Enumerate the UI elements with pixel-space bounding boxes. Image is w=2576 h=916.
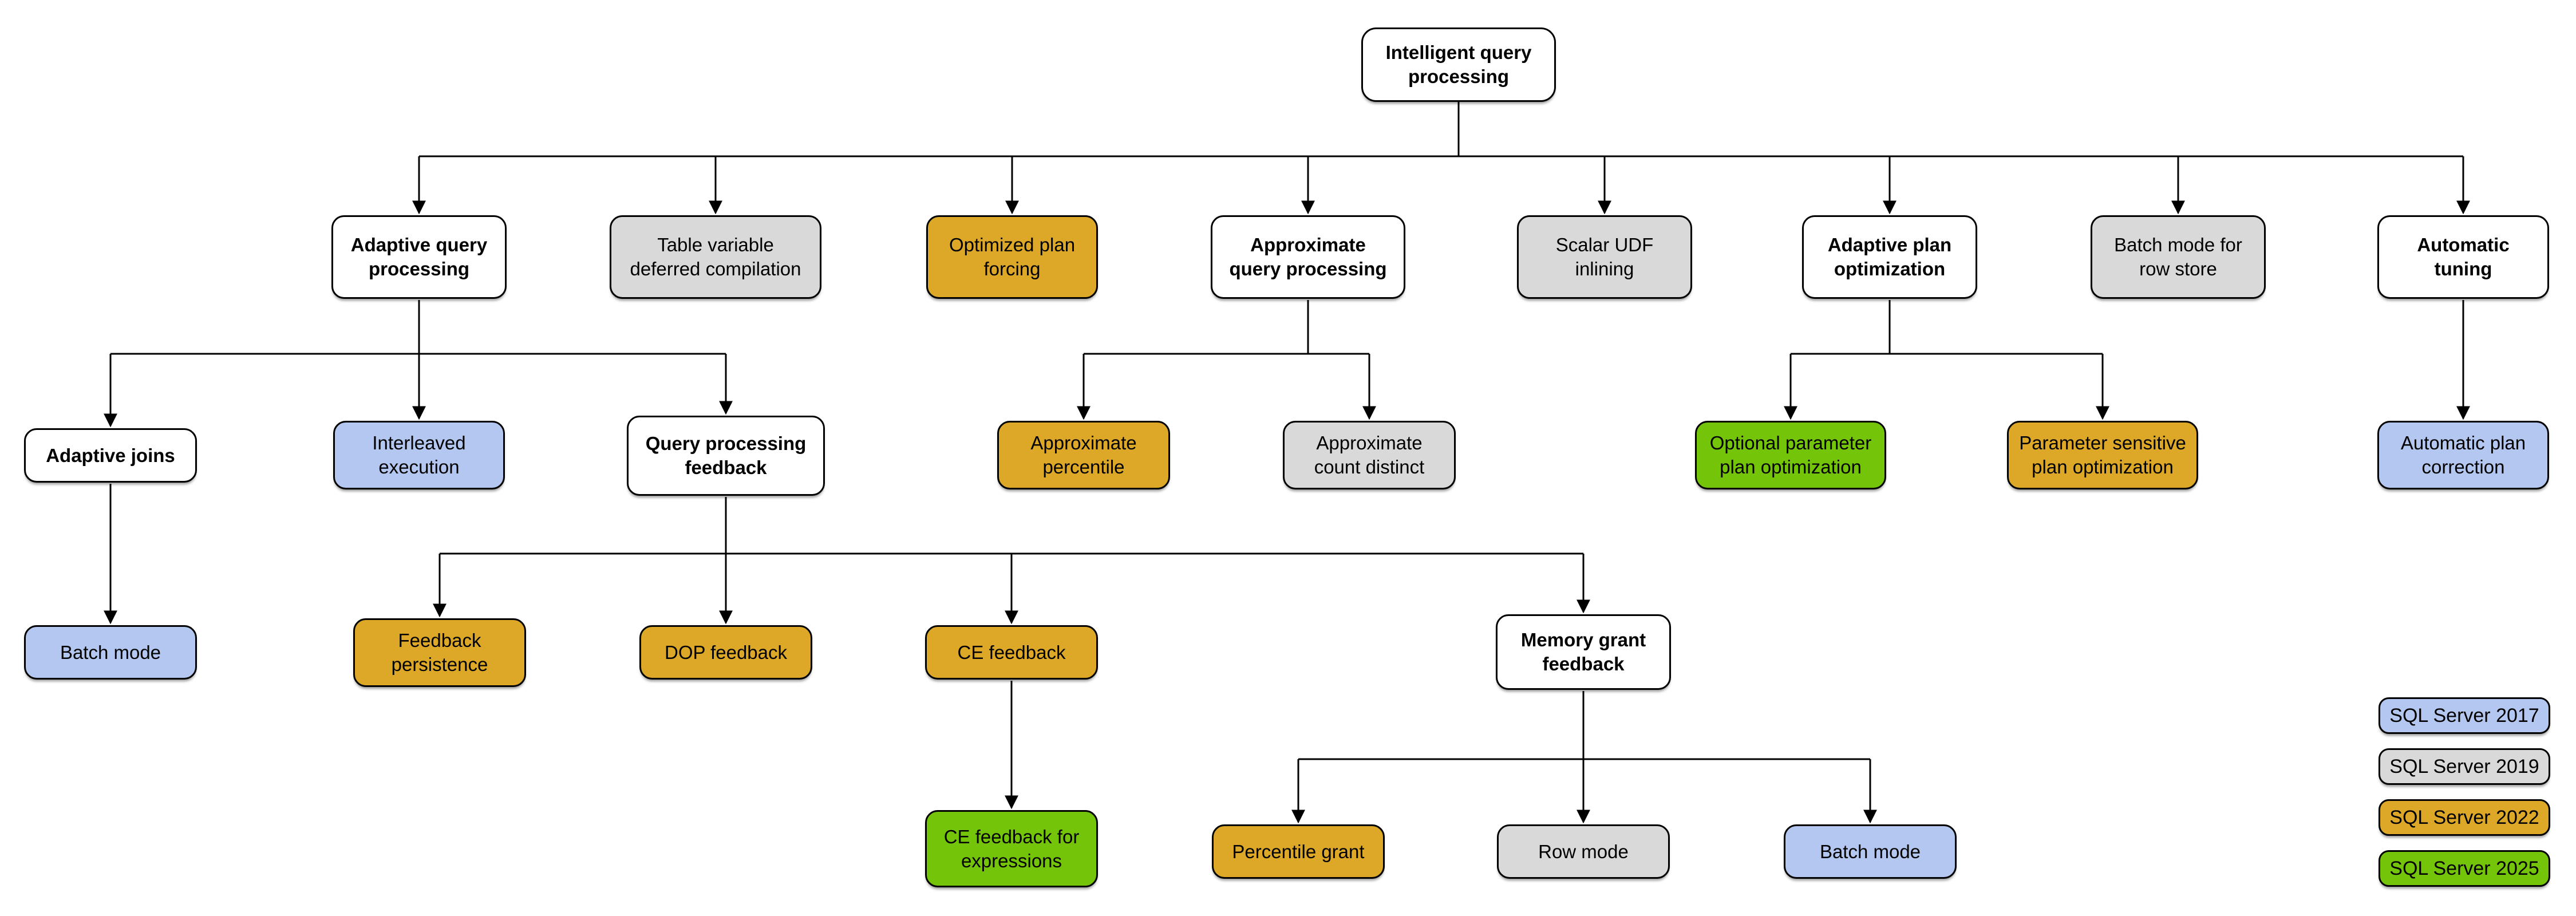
- node-ce-feedback-for-expressions: CE feedback for expressions: [925, 810, 1098, 887]
- node-automatic-plan-correction: Automatic plan correction: [2377, 421, 2549, 489]
- node-approximate-percentile: Approximate percentile: [997, 421, 1170, 489]
- node-percentile-grant: Percentile grant: [1212, 824, 1385, 879]
- node-table-variable-deferred-compilation: Table variable deferred compilation: [610, 215, 821, 299]
- node-adaptive-query-processing: Adaptive query processing: [331, 215, 507, 299]
- legend-sql-server-2017: SQL Server 2017: [2379, 697, 2550, 734]
- legend-sql-server-2019: SQL Server 2019: [2379, 748, 2550, 785]
- connectors-root-to-row2: [412, 102, 2470, 215]
- node-approximate-query-processing: Approximate query processing: [1211, 215, 1405, 299]
- node-interleaved-execution: Interleaved execution: [333, 421, 505, 489]
- node-optimized-plan-forcing: Optimized plan forcing: [926, 215, 1098, 299]
- node-approximate-count-distinct: Approximate count distinct: [1283, 421, 1456, 489]
- legend-sql-server-2022: SQL Server 2022: [2379, 799, 2550, 836]
- node-adaptive-joins: Adaptive joins: [24, 428, 197, 483]
- node-feedback-persistence: Feedback persistence: [353, 618, 526, 687]
- legend-sql-server-2025: SQL Server 2025: [2379, 850, 2550, 887]
- node-parameter-sensitive-plan-optimization: Parameter sensitive plan optimization: [2007, 421, 2198, 489]
- node-batch-mode-for-row-store: Batch mode for row store: [2091, 215, 2266, 299]
- node-memory-grant-feedback: Memory grant feedback: [1496, 614, 1671, 690]
- node-automatic-tuning: Automatic tuning: [2377, 215, 2549, 299]
- connectors-memory-grant-feedback: [1291, 691, 1877, 824]
- node-batch-mode-adaptive-joins: Batch mode: [24, 625, 197, 680]
- connectors-query-processing-feedback: [433, 497, 1590, 625]
- node-scalar-udf-inlining: Scalar UDF inlining: [1517, 215, 1692, 299]
- connectors-approximate-query-processing: [1077, 300, 1376, 420]
- node-row-mode: Row mode: [1497, 824, 1670, 879]
- node-adaptive-plan-optimization: Adaptive plan optimization: [1802, 215, 1977, 299]
- node-dop-feedback: DOP feedback: [639, 625, 812, 680]
- connectors-adaptive-query-processing: [104, 300, 733, 428]
- node-optional-parameter-plan-optimization: Optional parameter plan optimization: [1695, 421, 1886, 489]
- node-batch-mode-memory-grant: Batch mode: [1784, 824, 1957, 879]
- connectors-adaptive-plan-optimization: [1784, 300, 2109, 420]
- node-query-processing-feedback: Query processing feedback: [627, 416, 825, 496]
- node-ce-feedback: CE feedback: [925, 625, 1098, 680]
- node-intelligent-query-processing: Intelligent query processing: [1361, 27, 1556, 102]
